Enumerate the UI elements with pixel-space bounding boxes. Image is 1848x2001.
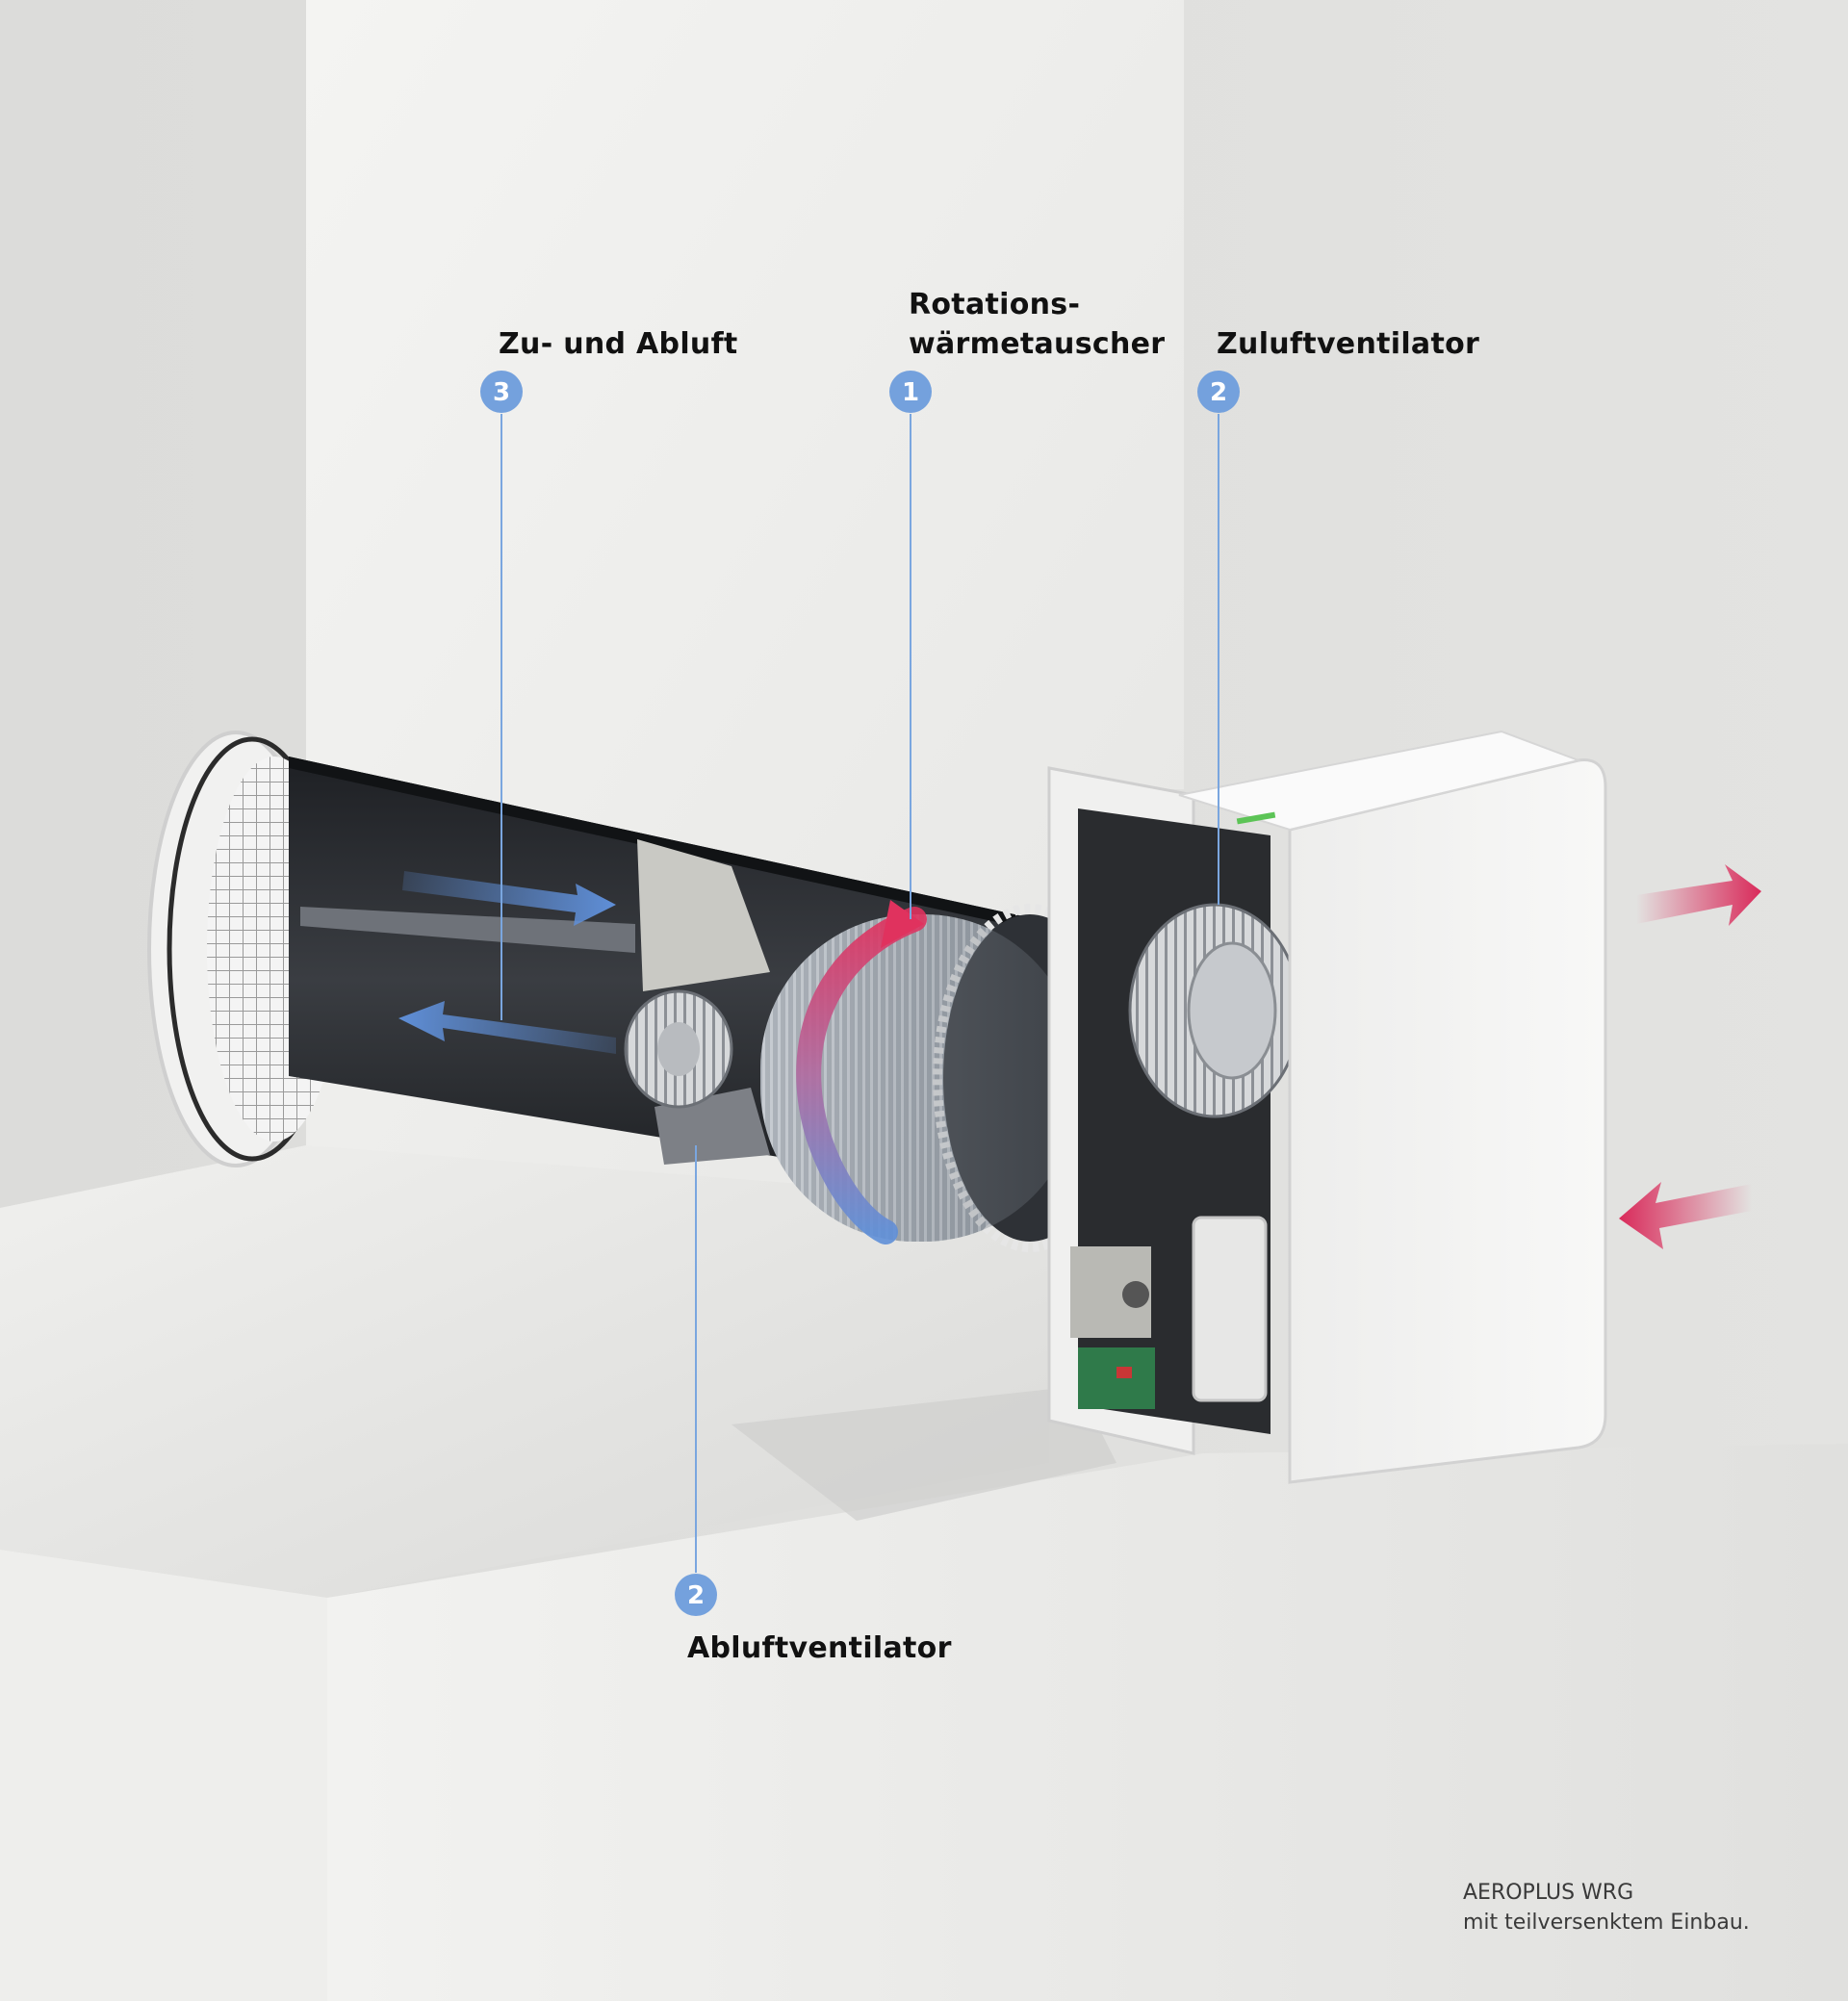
front-cover	[1288, 758, 1607, 1484]
airflow-out-arrow	[398, 1001, 616, 1054]
callout-badge-2-supply: 2	[1197, 371, 1240, 413]
callout-number: 1	[902, 378, 919, 407]
label-line: Abluftventilator	[687, 1631, 952, 1665]
intake-air-arrow	[1619, 1182, 1752, 1249]
control-knob	[1122, 1281, 1149, 1308]
rotation-arrow	[796, 907, 927, 1244]
caption-product-name: AEROPLUS WRG	[1463, 1881, 1634, 1905]
foam-block	[637, 839, 770, 991]
duct-divider	[300, 907, 635, 953]
duct-top-edge	[289, 757, 1059, 936]
callout-number: 2	[687, 1581, 705, 1610]
exhaust-fan-hub	[657, 1022, 700, 1076]
sill-shadow	[732, 1386, 1116, 1521]
callout-badge-2-exhaust: 2	[675, 1574, 717, 1616]
label-line: wärmetauscher	[909, 327, 1166, 361]
rotation-arrow-head	[881, 900, 924, 948]
filter-slot	[1192, 1216, 1268, 1402]
wall-lower-block	[0, 1550, 327, 2001]
label-supply-and-exhaust-air: Zu- und Abluft	[499, 324, 738, 364]
status-led	[1236, 811, 1276, 825]
callout-badge-3: 3	[480, 371, 523, 413]
label-line: Zu- und Abluft	[499, 327, 738, 361]
label-line: Zuluftventilator	[1217, 327, 1480, 361]
label-rotary-heat-exchanger: Rotations- wärmetauscher	[909, 285, 1165, 364]
callout-number: 2	[1210, 378, 1227, 407]
label-supply-fan: Zuluftventilator	[1217, 324, 1479, 364]
supply-air-arrow	[1636, 864, 1761, 926]
circuit-chip	[1116, 1367, 1132, 1378]
airflow-in-arrow	[402, 871, 616, 926]
product-caption: AEROPLUS WRG mit teilversenktem Einbau.	[1463, 1878, 1750, 1937]
callout-badge-1: 1	[889, 371, 932, 413]
callout-number: 3	[493, 378, 510, 407]
label-exhaust-fan: Abluftventilator	[687, 1629, 952, 1668]
supply-fan-hub	[1187, 941, 1277, 1080]
caption-description: mit teilversenktem Einbau.	[1463, 1911, 1750, 1935]
label-line: Rotations-	[909, 288, 1081, 321]
window-sill	[0, 1145, 1049, 1598]
